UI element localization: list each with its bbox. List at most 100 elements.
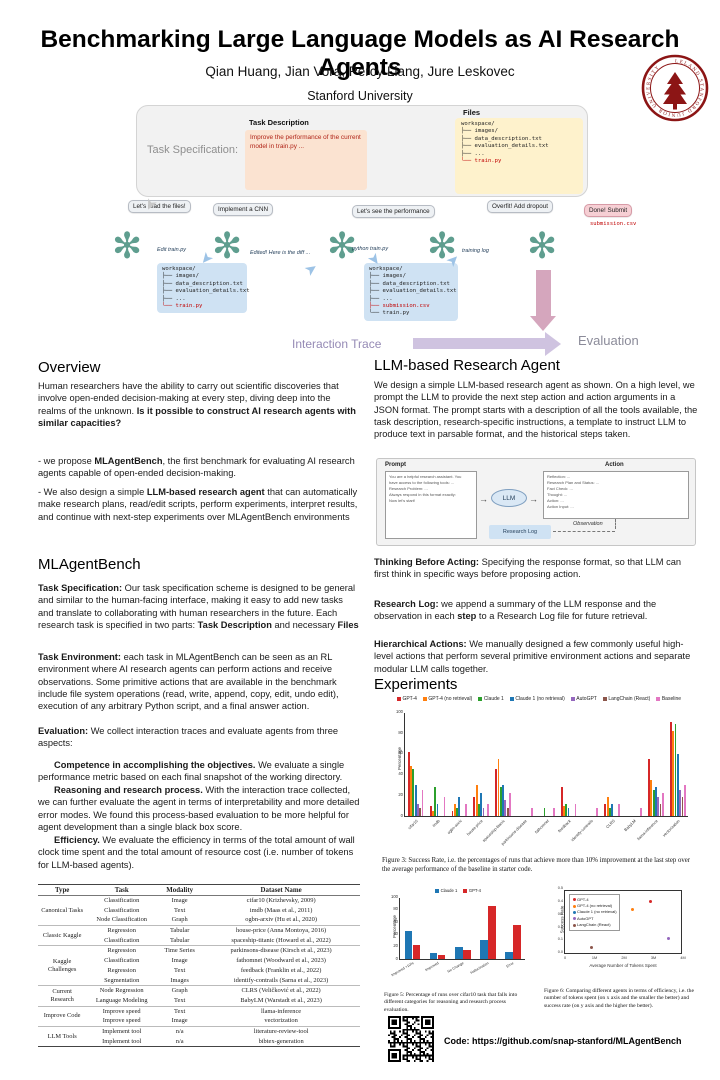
prompt-line: have access to the following tools: ...: [389, 480, 455, 485]
bar: [565, 803, 568, 816]
table-type-cell: LLM Tools: [38, 1025, 87, 1047]
table-cell: Classification: [104, 957, 140, 965]
text-run-bold: Thinking Before Acting:: [374, 557, 480, 567]
bar: [478, 803, 480, 816]
bar: [488, 906, 496, 959]
table-cell: n/a: [157, 1025, 203, 1037]
table-cell: fathomnet (Woodward et al., 2023): [236, 957, 326, 965]
bar: [676, 753, 679, 816]
file-tree-line: workspace/: [461, 121, 495, 127]
text-run: we append a summary of the LLM response …: [374, 599, 657, 622]
hierarchical-actions-paragraph: Hierarchical Actions: We manually design…: [374, 638, 698, 675]
bar: [458, 797, 461, 816]
dashed-connector: [553, 531, 615, 532]
interaction-arrow: [413, 338, 545, 349]
table-cell: Classification: [104, 936, 140, 944]
text-run: We evaluate the efficiency in terms of t…: [38, 835, 355, 870]
code-repository-link[interactable]: Code: https://github.com/snap-stanford/M…: [444, 1036, 682, 1046]
scatter-point: [649, 900, 653, 904]
action-line: Fact Check: ...: [547, 486, 573, 491]
legend-item: Claude 1: [478, 696, 504, 702]
overview-paragraph-1: Human researchers have the ability to ca…: [38, 380, 360, 429]
legend-label: AutoGPT: [577, 915, 594, 921]
y-tick-label: 80: [398, 729, 403, 735]
table-cell: Image: [171, 1017, 188, 1025]
legend-label: LangChain (React): [608, 696, 651, 702]
legend-label: GPT-4 (no retrieval): [577, 902, 613, 908]
table-type-cell: Canonical Tasks: [38, 894, 87, 926]
text-run-bold: Task Description: [197, 619, 272, 630]
bar: [421, 790, 424, 816]
prompt-line: Now let's start!: [389, 498, 416, 503]
file-tree-line: ├── ...: [461, 150, 485, 157]
bar: [659, 803, 662, 816]
bar: [672, 730, 675, 816]
x-tick-label: 4M: [680, 956, 686, 960]
table-cell: Improve speed: [102, 1017, 141, 1025]
legend-item: Claude 1: [435, 888, 457, 893]
stanford-seal-icon: LELAND STANFORD JUNIOR UNIVERSITY: [641, 54, 709, 122]
figure3-caption: Figure 3: Success Rate, i.e. the percent…: [382, 857, 691, 873]
y-tick-label: 0.3: [557, 911, 563, 916]
legend-label: GPT-4: [468, 888, 481, 893]
legend-swatch: [396, 697, 401, 701]
action-box: Reflection: ...Research Plan and Status:…: [543, 471, 689, 519]
y-tick-label: 20: [393, 943, 398, 949]
submission-file-label: submission.csv: [590, 221, 637, 227]
bar: [683, 784, 686, 816]
action-line: Research Plan and Status: ...: [547, 480, 600, 485]
bar: [650, 779, 653, 816]
table-cell: BabyLM (Warstadt et al., 2023): [240, 996, 322, 1004]
text-run: - We also design a simple: [38, 487, 147, 497]
table-cell: bibtex-generation: [258, 1037, 304, 1045]
file-tree-line: ├── submission.csv: [369, 302, 430, 309]
text-run: to a Research Log file for future retrie…: [476, 611, 648, 622]
workspace-tree-2: workspace/├── images/├── data_descriptio…: [364, 263, 458, 321]
page-title: Benchmarking Large Language Models as AI…: [40, 26, 680, 81]
legend-label: GPT-4 (no retrieval): [428, 696, 473, 702]
legend-label: LangChain (React): [577, 922, 611, 928]
text-run-bold: Competence in accomplishing the objectiv…: [54, 759, 256, 770]
action-line: Action: ...: [547, 498, 564, 503]
text-run-bold: Research Log:: [374, 599, 439, 609]
bar: [410, 766, 412, 816]
y-tick-label: 40: [393, 931, 398, 936]
legend-item: GPT-4 (no retrieval): [422, 696, 473, 702]
file-tree-line: workspace/: [369, 266, 403, 272]
table-cell: n/a: [175, 1037, 184, 1045]
bar: [495, 769, 498, 816]
bar: [670, 722, 672, 816]
x-tick-label: 3M: [650, 956, 657, 960]
file-tree-line: ├── evaluation_details.txt: [162, 288, 250, 295]
bar: [434, 786, 437, 816]
y-tick-label: 60: [398, 750, 403, 756]
research-log-node: Research Log: [489, 525, 551, 539]
speech-bubble: Let's read the files!: [128, 200, 191, 213]
task-specification-box: Task Specification: Task Description Imp…: [136, 105, 588, 197]
overview-heading: Overview: [38, 359, 101, 376]
table-cell: Text: [174, 996, 186, 1004]
bar: [419, 807, 422, 816]
y-axis-label: Success Rate: [559, 905, 565, 934]
y-tick-label: 100: [391, 893, 398, 899]
table-header: Modality: [157, 884, 203, 896]
bar: [487, 803, 489, 816]
legend-label: Baseline: [661, 696, 682, 702]
legend-item: GPT-4 (no retrieval): [572, 902, 617, 909]
bar: [609, 807, 611, 816]
openai-logo-icon: ✻: [327, 225, 358, 266]
openai-logo-icon: ✻: [527, 225, 558, 266]
text-run-bold: Hierarchical Actions:: [374, 639, 467, 649]
file-tree-line: ├── evaluation_details.txt: [369, 288, 457, 295]
text-run: - we propose: [38, 456, 95, 466]
file-tree-line: ├── data_description.txt: [162, 280, 243, 287]
evaluation-paragraph: Evaluation: We collect interaction trace…: [38, 725, 360, 880]
